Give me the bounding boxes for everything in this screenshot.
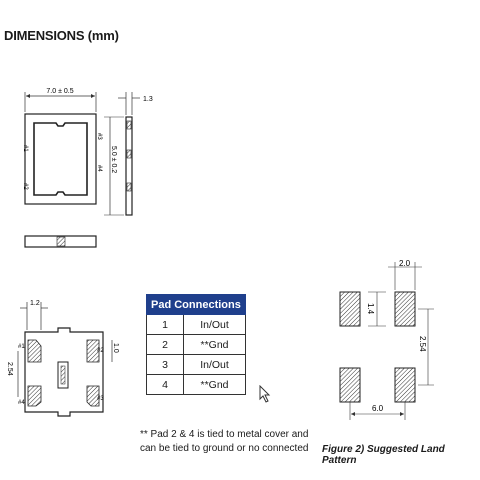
mouse-cursor-icon (259, 385, 271, 403)
pad-connection: **Gnd (183, 374, 246, 395)
land-pad-height-dim: 1.4 (366, 303, 375, 315)
top-pad-label-3: #3 (96, 133, 102, 140)
pad-number: 1 (146, 314, 184, 335)
land-pad-top-left (339, 291, 361, 327)
side-view-body (125, 116, 133, 216)
bottom-pad-3 (86, 385, 100, 407)
pad-number: 4 (146, 374, 184, 395)
bottom-pad-height-dim: 1.0 (112, 343, 119, 353)
pad-connections-table: Pad Connections 1 In/Out 2 **Gnd 3 In/Ou… (146, 294, 246, 395)
pad-number: 2 (146, 334, 184, 355)
bottom-pad-label-2: #2 (97, 348, 104, 354)
bottom-pad-label-4: #4 (18, 400, 25, 406)
note-line-1: ** Pad 2 & 4 is tied to metal cover and (140, 429, 309, 440)
bottom-pad-label-1: #1 (18, 344, 25, 350)
land-pad-width-dim: 2.0 (399, 259, 411, 268)
page-title: DIMENSIONS (mm) (4, 28, 119, 43)
bottom-view: 1.2 #1 #2 #3 #4 2.54 1.0 (6, 300, 119, 417)
bottom-pad-1 (27, 339, 42, 363)
top-view: 7.0 ± 0.5 #1 #2 #3 #4 1.3 5.0 ± 0.2 (22, 88, 153, 248)
top-width-dim: 7.0 ± 0.5 (46, 88, 73, 95)
metal-lid (33, 122, 88, 196)
land-pitch-dim: 2.54 (418, 336, 427, 352)
pad-connection: **Gnd (183, 334, 246, 355)
pad-connection: In/Out (183, 354, 246, 375)
top-height-dim: 5.0 ± 0.2 (110, 146, 117, 173)
top-pad-label-4: #4 (96, 165, 102, 172)
bottom-pad-2 (86, 339, 100, 363)
land-pad-top-right (394, 291, 416, 327)
land-pattern-caption: Figure 2) Suggested Land Pattern (322, 444, 445, 466)
note-line-2: can be tied to ground or no connected (140, 443, 309, 454)
top-pad-label-2: #2 (22, 183, 28, 190)
land-pad-bottom-right (394, 367, 416, 403)
thickness-dim: 1.3 (143, 96, 153, 103)
pad-note: ** Pad 2 & 4 is tied to metal cover and … (140, 428, 340, 456)
bottom-pad-label-3: #3 (97, 396, 104, 402)
top-pad-label-1: #1 (22, 145, 28, 152)
land-overall-width-dim: 6.0 (372, 404, 384, 413)
bottom-pitch-dim: 2.54 (6, 362, 13, 376)
bottom-pad-width-dim: 1.2 (30, 300, 40, 307)
table-row: 2 **Gnd (146, 334, 246, 355)
pad-number: 3 (146, 354, 184, 375)
land-pad-bottom-left (339, 367, 361, 403)
table-row: 4 **Gnd (146, 374, 246, 395)
pad-table-header: Pad Connections (146, 294, 246, 315)
table-row: 1 In/Out (146, 314, 246, 335)
bottom-pad-4 (27, 385, 42, 407)
table-row: 3 In/Out (146, 354, 246, 375)
land-pattern: 2.0 1.4 2.54 6.0 (339, 259, 434, 420)
pad-connection: In/Out (183, 314, 246, 335)
